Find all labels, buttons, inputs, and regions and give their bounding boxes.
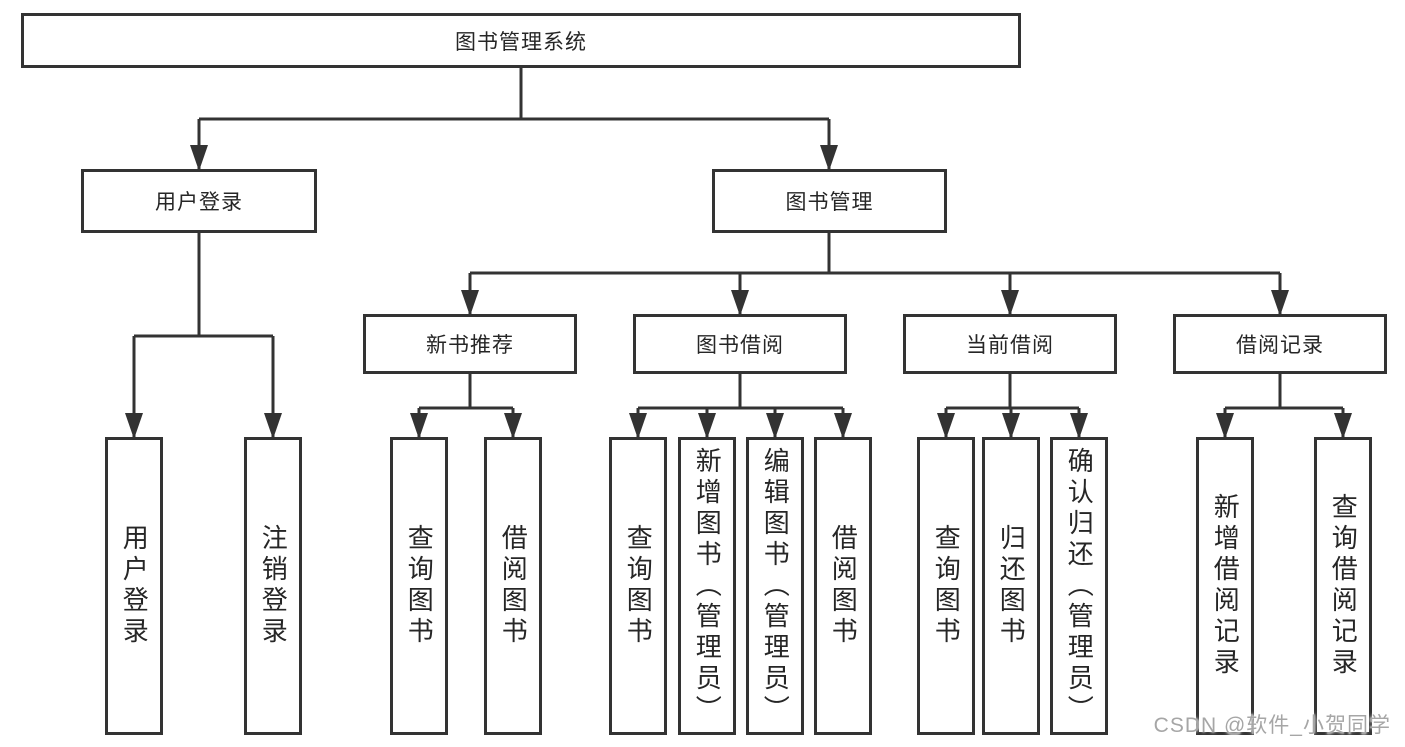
arrow-down-icon [937, 413, 955, 439]
node-label: 查询图书 [404, 524, 435, 648]
node-label: 图书管理 [785, 191, 874, 214]
arrow-down-icon [1001, 290, 1019, 316]
node-leaf-query-books-current: 查询图书 [917, 437, 975, 735]
watermark: CSDN @软件_小贺同学 [1153, 714, 1391, 737]
node-label: 用户登录 [119, 524, 150, 648]
node-new-book-recommendation: 新书推荐 [363, 314, 577, 374]
arrow-down-icon [629, 413, 647, 439]
node-label: 注销登录 [258, 524, 289, 648]
node-borrowing-records: 借阅记录 [1173, 314, 1387, 374]
node-label: 当前借阅 [966, 334, 1054, 357]
arrow-down-icon [766, 413, 784, 439]
arrow-down-icon [731, 290, 749, 316]
arrow-down-icon [410, 413, 428, 439]
node-leaf-query-books-borrowing: 查询图书 [609, 437, 667, 735]
node-label: 图书管理系统 [455, 30, 587, 54]
tree-edges [132, 68, 1345, 437]
node-book-management: 图书管理 [712, 169, 947, 233]
arrowheads [125, 145, 1352, 439]
arrow-down-icon [1334, 413, 1352, 439]
node-label: 用户登录 [155, 191, 243, 214]
node-root-library-system: 图书管理系统 [21, 13, 1021, 68]
node-user-login: 用户登录 [81, 169, 317, 233]
node-leaf-borrow-books-recommend: 借阅图书 [484, 437, 542, 735]
node-leaf-query-borrow-record: 查询借阅记录 [1314, 437, 1372, 735]
arrow-down-icon [504, 413, 522, 439]
node-leaf-edit-books-admin: 编辑图书（管理员） [746, 437, 804, 735]
node-label: 图书借阅 [696, 334, 784, 357]
node-label: 查询借阅记录 [1328, 493, 1359, 679]
node-label: 归还图书 [996, 524, 1027, 648]
node-leaf-query-books-recommend: 查询图书 [390, 437, 448, 735]
node-book-borrowing: 图书借阅 [633, 314, 847, 374]
arrow-down-icon [820, 145, 838, 171]
arrow-down-icon [1271, 290, 1289, 316]
arrow-down-icon [834, 413, 852, 439]
arrow-down-icon [461, 290, 479, 316]
node-label: 查询图书 [931, 524, 962, 648]
node-label: 新增借阅记录 [1210, 493, 1241, 679]
node-label: 借阅图书 [828, 524, 859, 648]
node-leaf-add-borrow-record: 新增借阅记录 [1196, 437, 1254, 735]
node-label: 确认归还（管理员） [1064, 446, 1095, 726]
node-label: 编辑图书（管理员） [760, 446, 791, 726]
node-label: 查询图书 [623, 524, 654, 648]
node-leaf-add-books-admin: 新增图书（管理员） [678, 437, 736, 735]
node-leaf-logout: 注销登录 [244, 437, 302, 735]
node-label: 新书推荐 [426, 334, 514, 357]
arrow-down-icon [264, 413, 282, 439]
node-leaf-confirm-return-admin: 确认归还（管理员） [1050, 437, 1108, 735]
arrow-down-icon [1070, 413, 1088, 439]
arrow-down-icon [698, 413, 716, 439]
node-label: 借阅图书 [498, 524, 529, 648]
arrow-down-icon [190, 145, 208, 171]
node-current-borrowing: 当前借阅 [903, 314, 1117, 374]
node-leaf-borrow-books-borrowing: 借阅图书 [814, 437, 872, 735]
arrow-down-icon [1216, 413, 1234, 439]
node-leaf-return-books: 归还图书 [982, 437, 1040, 735]
node-label: 新增图书（管理员） [692, 446, 723, 726]
arrow-down-icon [1002, 413, 1020, 439]
arrow-down-icon [125, 413, 143, 439]
node-label: 借阅记录 [1236, 334, 1324, 357]
node-leaf-user-login: 用户登录 [105, 437, 163, 735]
